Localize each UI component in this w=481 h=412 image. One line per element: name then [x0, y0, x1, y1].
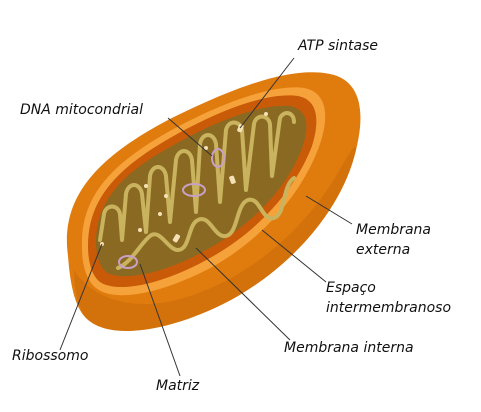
ribosome	[204, 146, 208, 150]
label-membrana-interna: Membrana interna	[284, 340, 414, 356]
leader-lines	[59, 57, 353, 377]
leader-line-matriz	[139, 263, 181, 377]
ribosome	[144, 184, 148, 188]
atp-synthase	[229, 175, 236, 185]
ribosome	[138, 228, 142, 232]
outer-membrane-shadow	[74, 146, 356, 331]
leader-line-membrana-interna	[195, 247, 291, 341]
cristae	[98, 111, 296, 270]
ribosomes	[100, 112, 268, 246]
label-matriz: Matriz	[156, 378, 200, 394]
label-ribossomo: Ribossomo	[12, 348, 89, 364]
atp-synthase	[172, 234, 181, 243]
dna-loop	[211, 148, 225, 168]
leader-line-atp-sintase	[239, 57, 295, 129]
leader-line-membrana-externa	[305, 195, 353, 225]
label-atp-sintase: ATP sintase	[298, 38, 379, 54]
leader-line-ribossomo	[59, 243, 103, 351]
dna-loop	[118, 255, 138, 269]
label-membrana-externa-line2: externa	[356, 242, 411, 258]
dna-loop	[182, 183, 206, 197]
leader-line-dna-mitocondrial	[167, 117, 213, 157]
label-membrana-externa-line1: Membrana	[356, 222, 432, 238]
label-espaco-line1: Espaço	[326, 280, 376, 296]
ribosome	[158, 212, 162, 216]
leader-line-espaco	[261, 229, 327, 283]
atp-synthase-particles	[172, 123, 244, 243]
ribosome	[164, 194, 168, 198]
ribosome	[264, 112, 268, 116]
label-espaco-line2: intermembranoso	[326, 300, 452, 316]
dna-loops	[118, 148, 225, 269]
matrix-region	[96, 105, 307, 277]
label-dna-mitocondrial: DNA mitocondrial	[20, 102, 143, 118]
